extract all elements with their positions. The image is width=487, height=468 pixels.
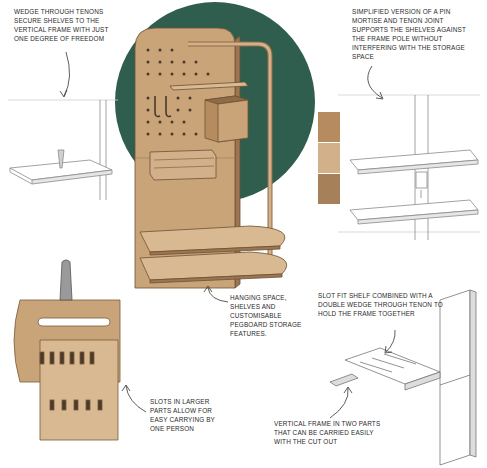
pegboard-holes xyxy=(195,73,198,76)
frame-shelf-sketch xyxy=(405,372,440,390)
callout-text: SIMPLIFIED VERSION OF A PIN MORTISE AND … xyxy=(352,8,478,62)
frame-shelf-sketch xyxy=(330,374,358,386)
storage-unit xyxy=(166,96,171,117)
pegboard-holes xyxy=(189,109,192,112)
pegboard-holes xyxy=(171,133,174,136)
callout-text: VERTICAL FRAME IN TWO PARTS THAT CAN BE … xyxy=(274,420,392,447)
pegboard-holes xyxy=(159,61,162,64)
frame-shelf-sketch xyxy=(470,290,476,457)
callout-text: SLOTS IN LARGER PARTS ALLOW FOR EASY CAR… xyxy=(150,398,228,434)
pegboard-holes xyxy=(207,73,210,76)
carry-slot-sketch xyxy=(62,400,66,410)
pin-joint-sketch xyxy=(338,95,480,96)
pegboard-holes xyxy=(147,73,150,76)
pin-joint-sketch xyxy=(338,232,480,233)
carry-slot-sketch xyxy=(60,260,72,300)
material-swatches xyxy=(318,112,340,204)
pegboard-holes xyxy=(147,133,150,136)
leader-line xyxy=(386,330,395,352)
leader-line xyxy=(376,92,383,99)
pegboard-holes xyxy=(183,73,186,76)
leader-line xyxy=(64,52,70,96)
pegboard-holes xyxy=(147,109,150,112)
carry-slot-sketch xyxy=(80,352,84,364)
storage-unit xyxy=(154,158,214,168)
callout-text: SLOT FIT SHELF COMBINED WITH A DOUBLE WE… xyxy=(318,292,444,319)
callout-text: WEDGE THROUGH TENONS SECURE SHELVES TO T… xyxy=(14,8,122,44)
pegboard-holes xyxy=(195,133,198,136)
carry-slot-sketch xyxy=(38,318,110,326)
storage-unit xyxy=(150,246,280,255)
pegboard-holes xyxy=(183,61,186,64)
frame-shelf-sketch xyxy=(440,375,470,385)
carry-slot-sketch xyxy=(50,352,54,364)
leader-line xyxy=(60,52,395,418)
leader-line xyxy=(122,385,130,391)
storage-unit xyxy=(205,96,248,142)
material-swatches xyxy=(318,112,340,142)
carry-slot-sketch xyxy=(90,352,94,364)
pegboard-holes xyxy=(171,73,174,76)
storage-unit xyxy=(150,150,216,180)
wedge-sketch xyxy=(10,168,32,184)
pegboard-holes xyxy=(159,133,162,136)
pin-joint-sketch xyxy=(358,210,478,224)
storage-unit xyxy=(155,96,160,117)
leader-line xyxy=(330,388,348,418)
pegboard-holes xyxy=(147,121,150,124)
carry-slot-sketch xyxy=(86,400,90,410)
leader-line xyxy=(368,66,382,98)
pegboard-holes xyxy=(147,49,210,136)
pegboard-holes xyxy=(147,61,150,64)
wedge-sketch xyxy=(8,100,118,200)
carry-slot-sketch xyxy=(98,400,102,410)
pegboard-holes xyxy=(177,109,180,112)
pegboard-holes xyxy=(159,121,162,124)
pegboard-holes xyxy=(147,49,150,52)
pegboard-holes xyxy=(189,97,192,100)
pegboard-holes xyxy=(147,97,150,100)
carry-slot-sketch xyxy=(40,340,118,440)
pin-joint-sketch xyxy=(416,172,427,188)
pegboard-holes xyxy=(177,97,180,100)
material-swatches xyxy=(318,143,340,173)
carry-slot-sketch xyxy=(74,400,78,410)
pegboard-holes xyxy=(159,49,162,52)
carry-slot-sketch xyxy=(40,352,44,364)
pegboard-holes xyxy=(171,121,174,124)
pegboard-holes xyxy=(159,73,162,76)
storage-unit xyxy=(150,274,282,283)
pegboard-holes xyxy=(183,133,186,136)
leader-line xyxy=(385,346,392,353)
pegboard-holes xyxy=(183,121,186,124)
pegboard-holes xyxy=(171,49,174,52)
wedge-sketch xyxy=(32,170,112,184)
storage-unit xyxy=(170,82,248,90)
callout-text: HANGING SPACE, SHELVES AND CUSTOMISABLE … xyxy=(230,294,314,339)
pegboard-holes xyxy=(195,61,198,64)
carry-slot-sketch xyxy=(60,352,64,364)
frame-shelf-sketch xyxy=(360,354,416,372)
storage-unit xyxy=(135,28,287,288)
material-swatches xyxy=(318,174,340,204)
carry-slot-sketch xyxy=(50,400,54,410)
pin-joint-sketch xyxy=(338,95,480,240)
pegboard-holes xyxy=(171,61,174,64)
wedge-sketch xyxy=(100,100,101,200)
wedge-sketch xyxy=(58,150,64,168)
wedge-sketch xyxy=(106,100,107,200)
leader-line xyxy=(204,286,212,292)
storage-unit xyxy=(218,100,248,142)
pin-joint-sketch xyxy=(421,190,422,198)
frame-shelf-sketch xyxy=(440,290,470,465)
wedge-sketch xyxy=(8,100,118,101)
carry-slot-sketch xyxy=(14,260,120,440)
carry-slot-sketch xyxy=(70,352,74,364)
leader-line xyxy=(60,90,67,97)
leader-line xyxy=(344,387,352,393)
